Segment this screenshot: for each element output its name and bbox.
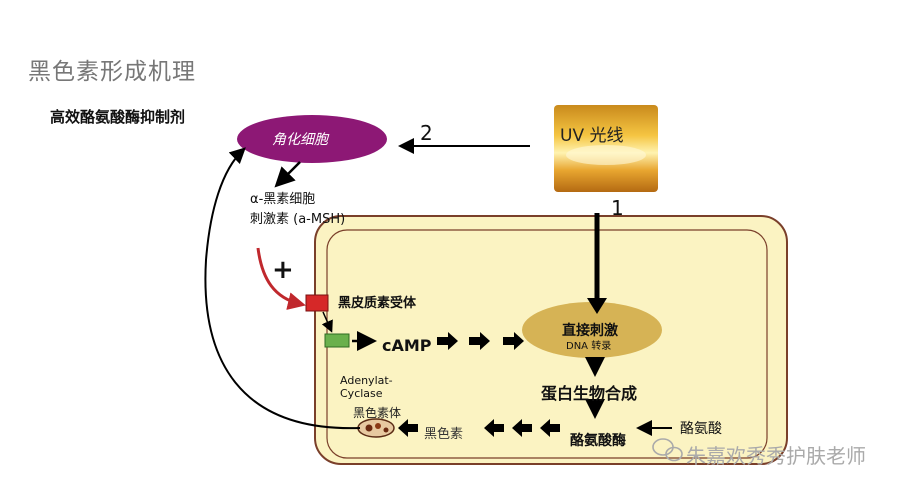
uv-light-label: UV 光线 bbox=[560, 126, 624, 146]
tyrosine-label: 酪氨酸 bbox=[680, 421, 722, 437]
nucleus-ellipse bbox=[522, 302, 662, 358]
keratinocyte-label: 角化细胞 bbox=[272, 132, 328, 148]
arrow-keratinocyte-to-msh bbox=[274, 161, 301, 188]
keratinocyte-cell bbox=[237, 115, 387, 163]
watermark-text: 朱嘉欢秀秀护肤老师 bbox=[686, 444, 866, 468]
msh-label-line2: 刺激素 (a-MSH) bbox=[250, 212, 346, 227]
step-number-1: 1 bbox=[611, 196, 624, 220]
camp-signal-arrows bbox=[437, 332, 524, 350]
tyrosinase-label: 酪氨酸酶 bbox=[570, 433, 626, 449]
receptor-box bbox=[305, 294, 329, 312]
plus-sign: + bbox=[272, 255, 294, 285]
protein-synthesis-label: 蛋白生物合成 bbox=[541, 384, 638, 403]
melanin-label: 黑色素 bbox=[424, 427, 464, 442]
subtitle: 高效酪氨酸酶抑制剂 bbox=[50, 108, 186, 126]
arrow-melanosome-to-keratinocyte bbox=[204, 147, 361, 430]
arrow-melanin-to-melanosome bbox=[398, 419, 418, 437]
adenylate-cyclase-label-line1: Adenylat- bbox=[340, 374, 393, 387]
melanosome-label: 黑色素体 bbox=[353, 406, 402, 420]
step-number-2: 2 bbox=[420, 121, 433, 145]
nucleus-label-line1: 直接刺激 bbox=[562, 323, 618, 339]
nucleus-label-line2: DNA 转录 bbox=[566, 341, 612, 352]
msh-label-line1: α-黑素细胞 bbox=[250, 192, 316, 207]
adenylate-cyclase-label-line2: Cyclase bbox=[340, 387, 383, 400]
page-title: 黑色素形成机理 bbox=[28, 59, 196, 85]
wechat-icon bbox=[652, 438, 683, 462]
receptor-label: 黑皮质素受体 bbox=[338, 296, 417, 311]
adenylate-cyclase-box bbox=[324, 333, 350, 348]
camp-label: cAMP bbox=[382, 336, 432, 355]
tyrosinase-to-melanin-arrows bbox=[484, 419, 560, 437]
arrow-uv-to-nucleus-head bbox=[587, 298, 607, 314]
arrow-msh-to-receptor bbox=[256, 247, 306, 310]
